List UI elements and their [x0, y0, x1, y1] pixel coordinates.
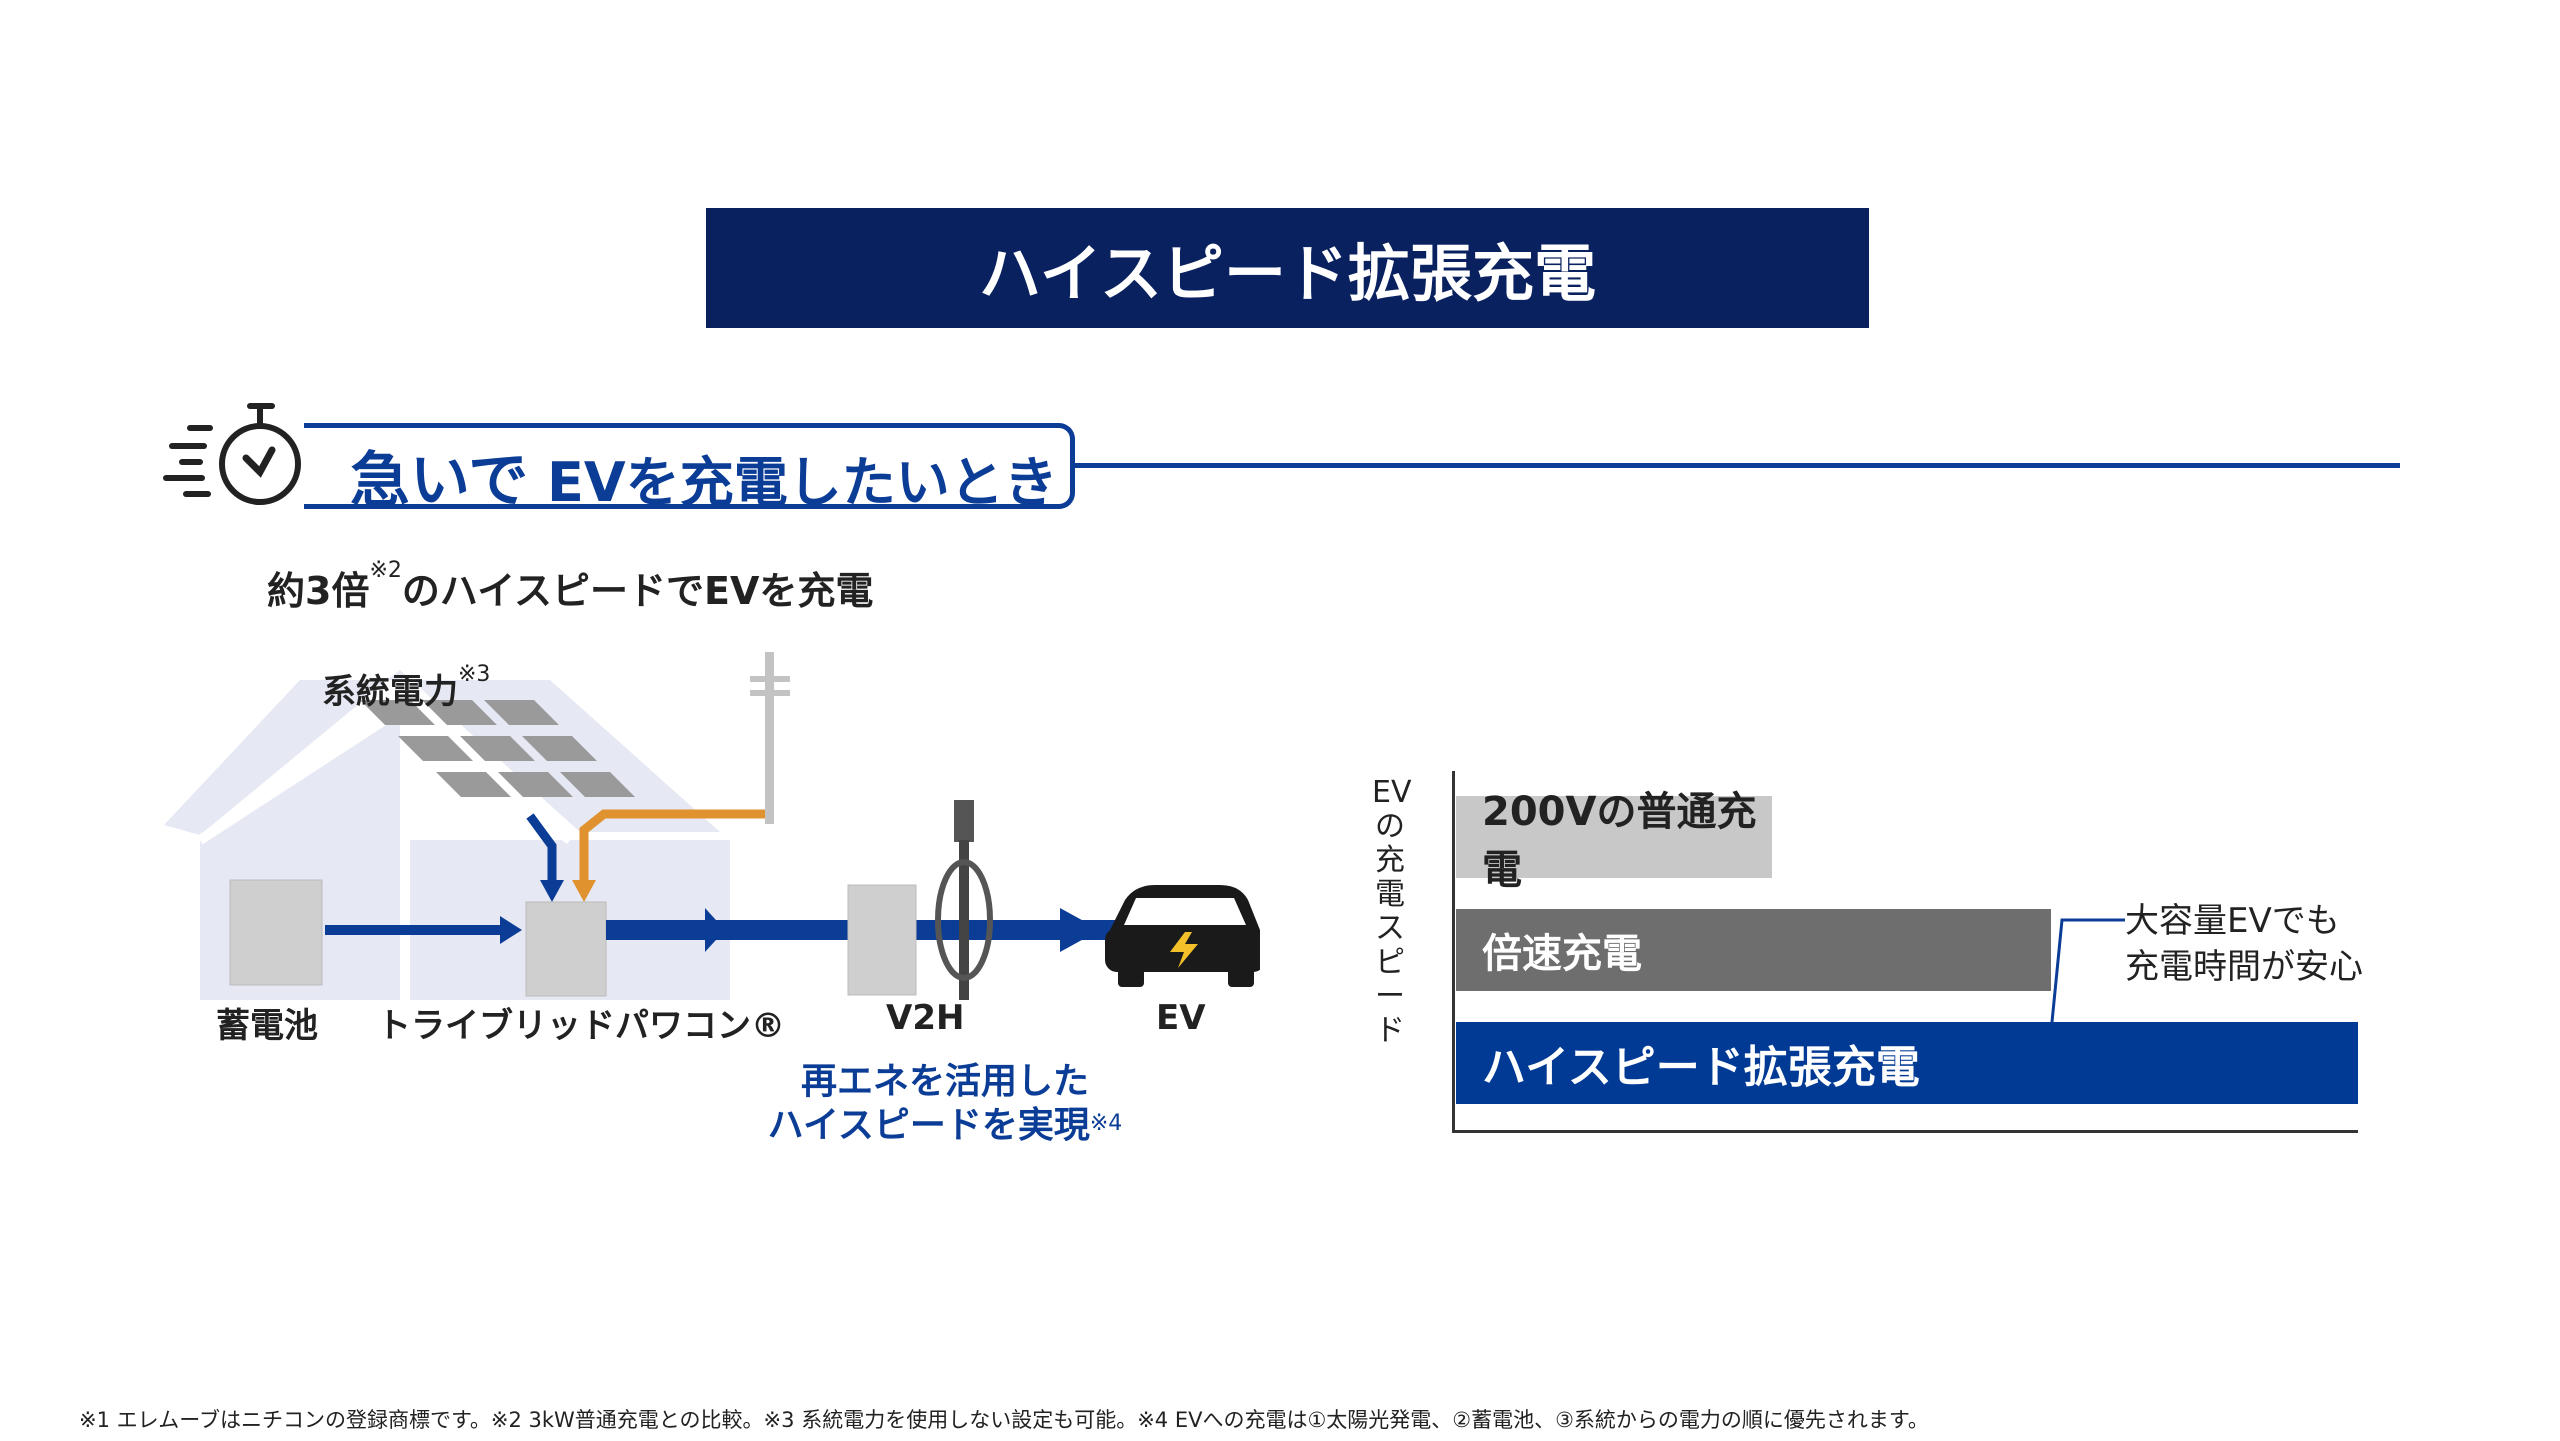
- utility-pole: [750, 652, 790, 824]
- x-axis: [1452, 1130, 2358, 1133]
- heading-lead: 急いで: [350, 446, 529, 516]
- footnotes: ※1 エレムーブはニチコンの登録商標です。※2 3kW普通充電との比較。※3 系…: [79, 1408, 1929, 1432]
- footnote-ref: ※4: [1089, 1111, 1123, 1136]
- v2h-label: V2H: [886, 998, 965, 1038]
- annotation-leader-line: [2050, 918, 2125, 1023]
- footnote-ref: ※2: [369, 558, 402, 583]
- highlight-line-2: ハイスピードを実現: [767, 1105, 1090, 1146]
- section-divider: [1075, 463, 2400, 468]
- ev-label: EV: [1156, 998, 1206, 1038]
- subtitle-post: のハイスピードでEVを充電: [401, 569, 874, 613]
- ev-car-icon: [1105, 885, 1260, 987]
- ev-charger: [935, 800, 993, 1000]
- renewable-highlight: 再エネを活用したハイスピードを実現※4: [720, 1060, 1170, 1148]
- section-header-frame: [304, 423, 1075, 509]
- heading-rest: EVを充電したいとき: [547, 451, 1058, 514]
- highlight-line-1: 再エネを活用した: [800, 1061, 1089, 1102]
- subtitle: 約3倍※2のハイスピードでEVを充電: [267, 558, 874, 615]
- annotation-line-2: 充電時間が安心: [2125, 947, 2363, 987]
- subtitle-pre: 約3倍: [267, 569, 370, 613]
- page-title: ハイスピード拡張充電: [706, 208, 1869, 328]
- chart-annotation: 大容量EVでも充電時間が安心: [2125, 898, 2363, 990]
- section-heading: 急いで EVを充電したいとき: [350, 432, 1058, 519]
- battery-label: 蓄電池: [216, 1006, 318, 1046]
- annotation-line-1: 大容量EVでも: [2125, 901, 2340, 941]
- y-axis-label: EVの充電スピード: [1372, 775, 1412, 1048]
- grid-power-label: 系統電力※3: [322, 662, 491, 713]
- bar-normal-charge: 200Vの普通充電: [1456, 789, 1772, 893]
- energy-flow-diagram: [164, 652, 1260, 1000]
- v2h-unit: [847, 884, 917, 996]
- storage-battery: [229, 879, 323, 986]
- bar-double-speed-charge: 倍速充電: [1456, 909, 2051, 991]
- y-axis: [1452, 771, 1455, 1133]
- power-conditioner: [525, 901, 607, 997]
- power-conditioner-label: トライブリッドパワコン®: [377, 1006, 785, 1046]
- footnote-ref: ※3: [458, 662, 491, 687]
- stopwatch-icon: [163, 403, 301, 505]
- house-roof: [164, 670, 720, 835]
- solar-panels: [360, 700, 635, 797]
- bar-high-speed-charge: ハイスピード拡張充電: [1456, 1022, 2358, 1104]
- grid-label: 系統電力: [322, 672, 458, 712]
